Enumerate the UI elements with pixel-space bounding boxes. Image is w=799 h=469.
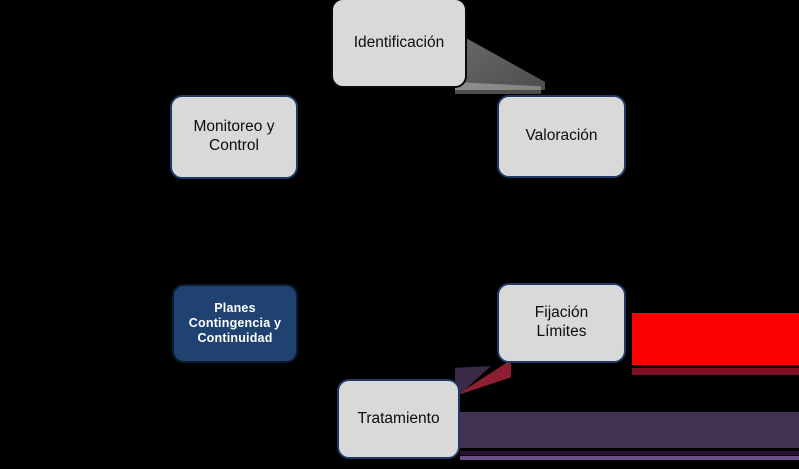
node-monitoreo-control[interactable]: Monitoreo y Control — [170, 95, 298, 179]
node-valoracion-label: Valoración — [525, 127, 598, 145]
node-planes-contingencia-label: Planes Contingencia y Continuidad — [188, 300, 282, 346]
node-fijacion-limites[interactable]: Fijación Límites — [497, 283, 626, 363]
node-tratamiento-label: Tratamiento — [357, 409, 440, 427]
node-monitoreo-control-label: Monitoreo y Control — [193, 118, 275, 154]
identificacion-drop-shadow-tail — [455, 82, 541, 94]
node-valoracion[interactable]: Valoración — [497, 95, 626, 178]
purple-line-dark — [460, 451, 799, 455]
node-fijacion-limites-label: Fijación Límites — [534, 304, 589, 340]
purple-band — [460, 412, 799, 448]
red-highlight-underline — [632, 368, 799, 375]
node-tratamiento[interactable]: Tratamiento — [337, 379, 460, 459]
node-planes-contingencia[interactable]: Planes Contingencia y Continuidad — [172, 284, 298, 363]
node-identificacion[interactable]: Identificación — [331, 0, 467, 88]
red-highlight-block — [632, 313, 799, 365]
identificacion-drop-shadow — [455, 32, 545, 90]
purple-line-light — [460, 456, 799, 460]
node-identificacion-label: Identificación — [353, 33, 445, 51]
